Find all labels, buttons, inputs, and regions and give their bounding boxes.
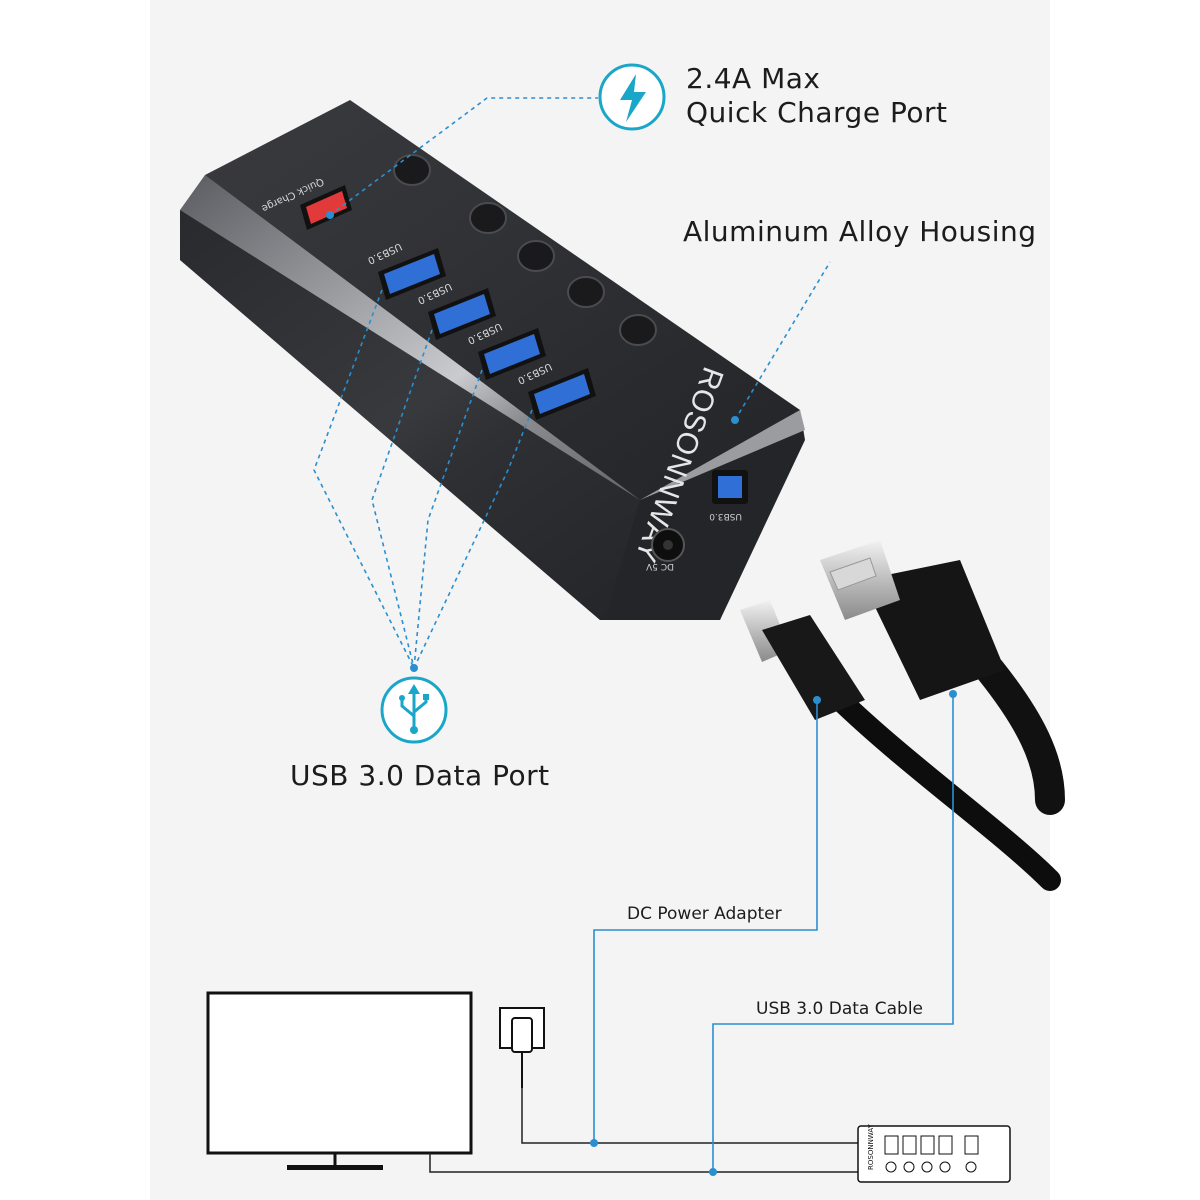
hub-lower-side (180, 210, 720, 620)
power-jack-label: DC 5V (645, 561, 674, 571)
power-wire (521, 1088, 860, 1144)
housing-callout-line (734, 261, 831, 421)
dc-power-jack: DC 5V (645, 528, 685, 571)
diagram-callout-lines (593, 694, 954, 1172)
switch-button-3 (517, 240, 555, 272)
power-wire-dot (590, 1139, 598, 1147)
hub-top-face (205, 100, 800, 500)
data-port-line-1 (313, 289, 415, 669)
data-wire (429, 1153, 860, 1173)
power-switches (393, 154, 657, 346)
quick-charge-subtitle: Quick Charge Port (686, 96, 948, 129)
upstream-usb-port: USB3.0 (709, 470, 748, 521)
lightning-bolt-icon (598, 63, 666, 131)
housing-label: Aluminum Alloy Housing (683, 215, 1037, 248)
switch-button-4 (567, 276, 605, 308)
housing-callout-dot (731, 416, 739, 424)
mini-hub-brand: ROSONNWAY (867, 1123, 875, 1170)
hub-end-cap (605, 410, 805, 620)
dc-plug-callout-dot (813, 696, 821, 704)
switch-button-1 (393, 154, 431, 186)
data-wire-dot (709, 1168, 717, 1176)
usb-trident-icon (380, 676, 448, 744)
hub-end-bevel (640, 410, 805, 500)
data-port-callout-dot (410, 664, 418, 672)
data-port-line-4 (413, 409, 533, 669)
quick-charge-callout-line (329, 97, 598, 216)
data-port-label: USB 3.0 Data Port (290, 759, 550, 792)
wall-adapter-icon (499, 1007, 545, 1088)
connection-diagram: ROSONNWAY (206, 690, 1011, 1183)
switch-button-2 (469, 202, 507, 234)
upstream-port-label: USB3.0 (709, 511, 742, 521)
callout-lines (313, 97, 831, 669)
data-port-line-3 (413, 369, 483, 669)
quick-charge-callout-dot (326, 211, 334, 219)
dc-cable (740, 600, 1061, 891)
dc-adapter-callout-line (593, 700, 818, 1143)
usb-b-cable (820, 540, 1065, 815)
dc-adapter-label: DC Power Adapter (627, 904, 782, 924)
switch-button-5 (619, 314, 657, 346)
data-cable-callout-line (712, 694, 954, 1172)
monitor-icon (206, 991, 473, 1170)
usb-hub: Quick Charge USB3.0 USB3.0 USB3.0 (180, 100, 805, 620)
dc-plug-body (762, 615, 865, 720)
data-cable-label: USB 3.0 Data Cable (756, 999, 923, 1019)
usb-plug-callout-dot (949, 690, 957, 698)
mini-hub-icon: ROSONNWAY (857, 1123, 1011, 1183)
quick-charge-title: 2.4A Max (686, 62, 821, 95)
